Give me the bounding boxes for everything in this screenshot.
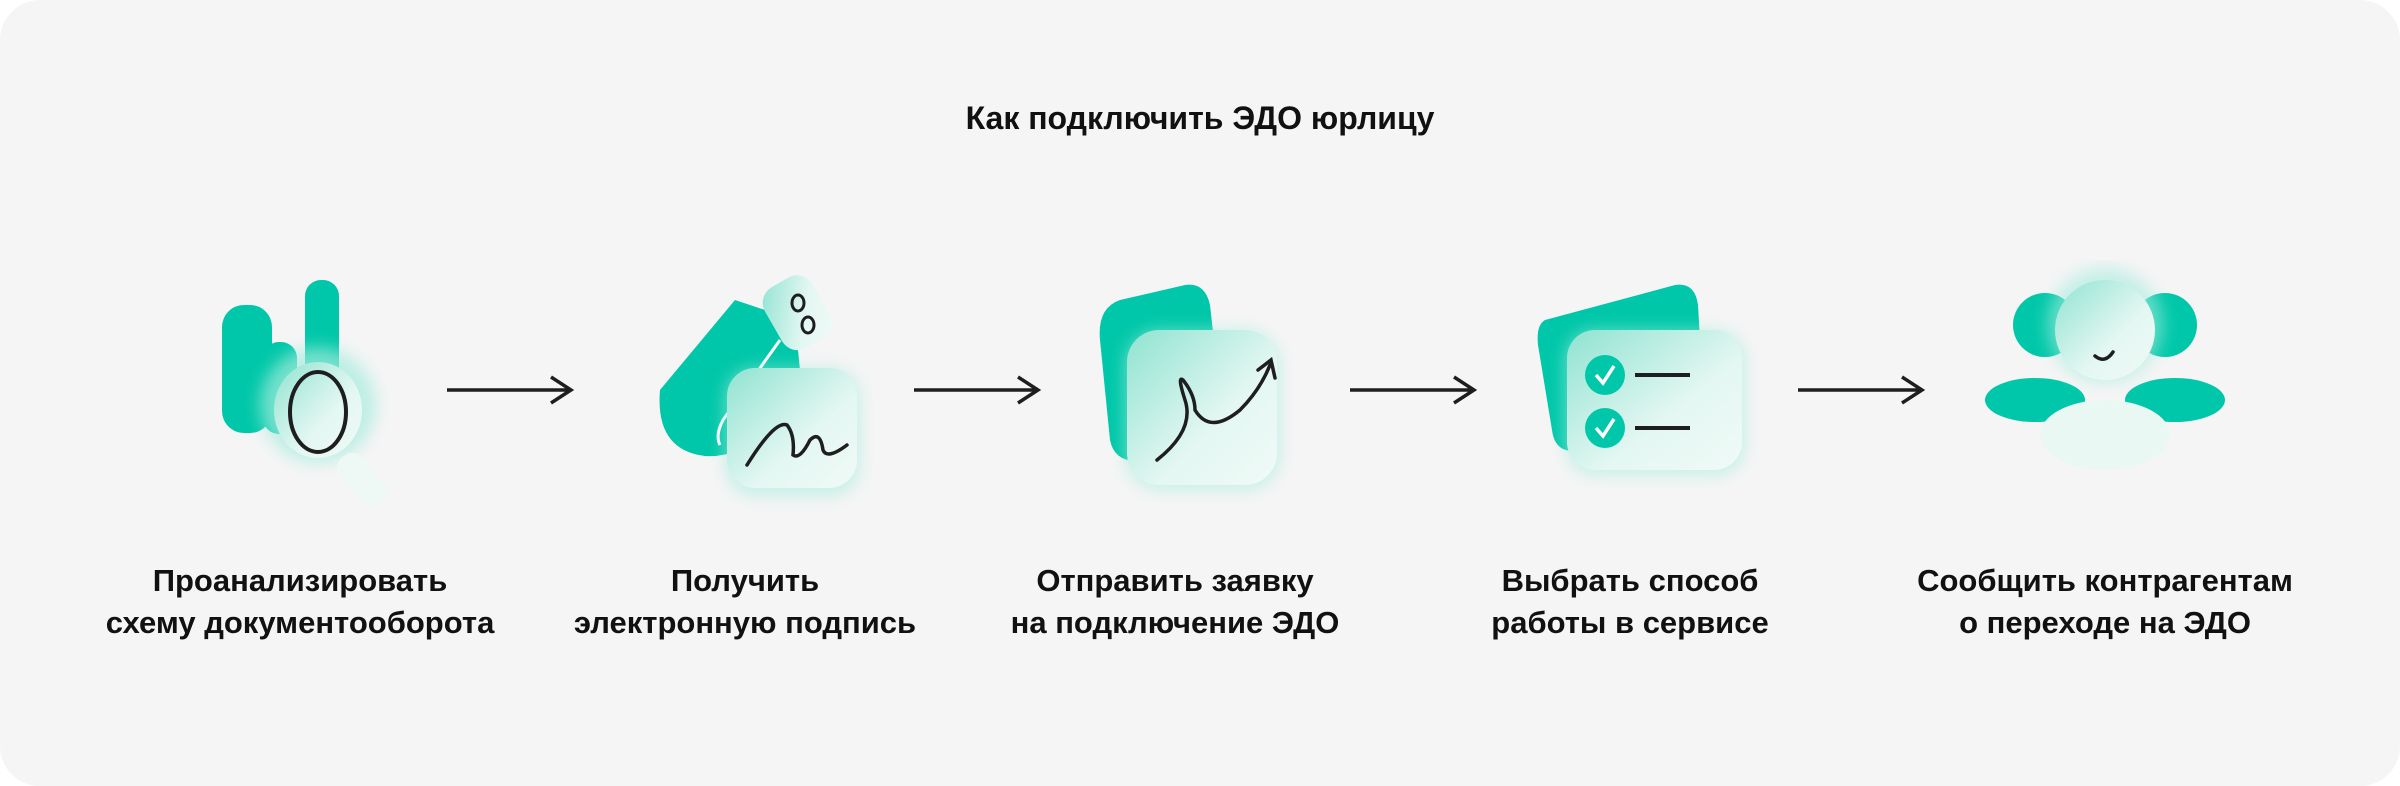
checklist-icon — [1537, 284, 1745, 475]
step-analyze: Проанализировать схему документооборота — [90, 260, 510, 640]
send-request-icon — [1099, 284, 1280, 490]
arrow-right-icon — [1798, 375, 1926, 405]
arrow-right-icon — [447, 375, 575, 405]
step-label: Получить электронную подпись — [573, 563, 917, 640]
step-signature: Получить электронную подпись — [535, 260, 955, 640]
step-label: Проанализировать схему документооборота — [105, 563, 495, 640]
step-label: Отправить заявку на подключение ЭДО — [1010, 563, 1340, 640]
step-request: Отправить заявку на подключение ЭДО — [965, 260, 1385, 640]
arrow-right-icon — [1350, 375, 1478, 405]
contacts-icon — [1985, 267, 2225, 470]
chart-magnifier-icon — [222, 280, 388, 508]
diagram-title: Как подключить ЭДО юрлицу — [965, 100, 1435, 136]
step-label: Выбрать способ работы в сервисе — [1491, 563, 1769, 640]
step-label: Сообщить контрагентам о переходе на ЭДО — [1917, 563, 2293, 640]
arrow-right-icon — [914, 375, 1042, 405]
step-choose-method: Выбрать способ работы в сервисе — [1420, 260, 1840, 640]
step-notify-partners: Сообщить контрагентам о переходе на ЭДО — [1895, 260, 2315, 640]
usb-token-signature-icon — [659, 275, 860, 496]
